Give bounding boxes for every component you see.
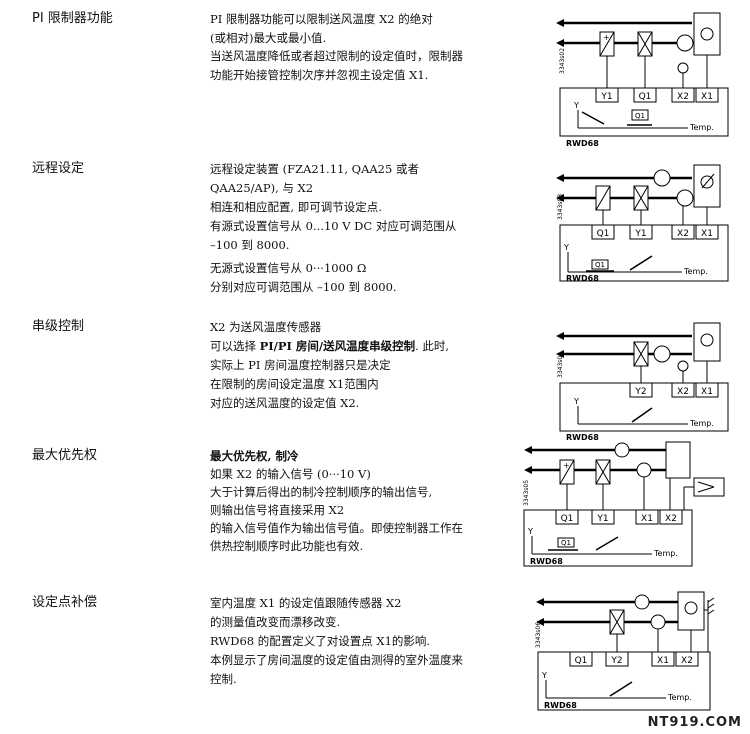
section-title: 设定点补偿 [32,595,98,610]
terminal-label: Y1 [600,92,612,102]
axis-x-label: Temp. [653,549,678,558]
section-body: X2 为送风温度传感器 可以选择 PI/PI 房间/送风温度串级控制. 此时, … [210,318,510,413]
section-body: 室内温度 X1 的设定值跟随传感器 X2 的测量值改变而漂移改变. RWD68 … [210,594,510,689]
axis-y-label: Y [527,527,533,536]
body-line: 室内温度 X1 的设定值跟随传感器 X2 [210,596,402,610]
terminal-label: X2 [677,387,689,397]
model-label: RWD68 [566,433,599,442]
body-line: –100 到 8000. [210,238,290,252]
diagram-code: 3343s06 [535,622,542,648]
body-line: 当送风温度降低或者超过限制的设定值时，限制器 [210,49,463,63]
section-title: 远程设定 [32,161,85,176]
body-line: 功能开始接管控制次序并忽视主设定值 X1. [210,67,429,82]
terminal-label: Q1 [639,92,652,102]
section-title: 串级控制 [32,319,85,334]
body-line: 大于计算后得出的制冷控制顺序的输出信号, [210,485,433,499]
terminal-label: Y2 [610,656,622,666]
terminal-label: Q1 [561,514,574,524]
body-line: 可以选择 PI/PI 房间/送风温度串级控制. 此时, [210,339,450,353]
chart-label: Q1 [561,539,571,547]
section-title: PI 限制器功能 [32,11,113,26]
terminal-label: X2 [677,229,689,239]
terminal-label: X2 [665,514,677,524]
control-diagram: Y2 X2 X1 Y Temp. RWD68 3343s04 [552,318,732,443]
terminal-label: Q1 [597,229,610,239]
body-line: (或相对)最大或最小值. [210,30,327,45]
axis-x-label: Temp. [689,123,714,132]
body-line: 实际上 PI 房间温度控制器只是决定 [210,358,391,372]
model-label: RWD68 [566,274,599,283]
axis-y-label: Y [541,671,547,680]
section-body: 远程设定装置 (FZA21.11, QAA25 或者 QAA25/AP), 与 … [210,160,510,297]
terminal-label: X1 [701,229,713,239]
terminal-label: Y1 [596,514,608,524]
body-line: 在限制的房间设定温度 X1范围内 [210,377,379,391]
bold-phrase: PI/PI 房间/送风温度串级控制 [259,339,416,353]
control-diagram: + Y1 Q1 X2 X1 Y [552,8,732,148]
watermark: NT919.COM [647,715,742,730]
body-line: X2 为送风温度传感器 [210,320,322,334]
control-diagram: Q1 Y2 X1 X2 Y Temp. RWD68 3343s06 [530,590,730,715]
body-line: QAA25/AP), 与 X2 [210,181,314,195]
body-line: 控制. [210,672,237,686]
model-label: RWD68 [566,139,599,148]
body-line: 供热控制顺序时此功能也有效. [210,539,364,553]
terminal-label: Q1 [575,656,588,666]
chart-label: Q1 [595,261,605,269]
body-line: PI 限制器功能可以限制送风温度 X2 的绝对 [210,12,433,26]
axis-y-label: Y [563,243,569,252]
terminal-label: X1 [641,514,653,524]
body-line: 的测量值改变而漂移改变. [210,615,341,629]
section-body: PI 限制器功能可以限制送风温度 X2 的绝对 (或相对)最大或最小值. 当送风… [210,10,510,84]
control-diagram: + Q1 Y1 X1 X2 Y [518,441,728,572]
terminal-label: X1 [701,387,713,397]
body-line: 远程设定装置 (FZA21.11, QAA25 或者 [210,162,419,176]
diagram-code: 3343s05 [523,480,530,506]
model-label: RWD68 [530,557,563,566]
diagram-code: 3343s03 [557,194,564,220]
body-line: 本例显示了房间温度的设定值由测得的室外温度来 [210,653,463,667]
body-line: 则输出信号将直接采用 X2 [210,503,345,517]
model-label: RWD68 [544,701,577,710]
diagram-code: 3343s04 [557,352,564,378]
body-line: 相连和相应配置, 即可调节设定点. [210,200,382,214]
terminal-label: Y2 [634,387,646,397]
axis-x-label: Temp. [683,267,708,276]
body-line: 有源式设置信号从 0...10 V DC 对应可调范围从 [210,219,457,233]
body-line: 对应的送风温度的设定值 X2. [210,396,360,410]
diagram-code: 3343s02 [559,48,566,74]
section-heading: 最大优先权, 制冷 [210,449,299,463]
svg-text:+: + [603,33,610,42]
body-line: 分别对应可调范围从 –100 到 8000. [210,280,397,294]
axis-x-label: Temp. [667,693,692,702]
terminal-label: X1 [657,656,669,666]
body-line: 的输入信号值作为输出信号值。即使控制器工作在 [210,521,463,535]
terminal-label: X1 [701,92,713,102]
axis-y-label: Y [573,397,579,406]
terminal-label: X2 [677,92,689,102]
section-title: 最大优先权 [32,448,98,463]
axis-y-label: Y [573,101,579,110]
svg-text:+: + [563,461,570,470]
body-line: 如果 X2 的输入信号 (0···10 V) [210,467,371,481]
section-body: 最大优先权, 制冷 如果 X2 的输入信号 (0···10 V) 大于计算后得出… [210,447,510,555]
body-line: RWD68 的配置定义了对设置点 X1的影响. [210,634,431,648]
chart-label: Q1 [635,112,645,120]
body-line: 无源式设置信号从 0···1000 Ω [210,261,367,275]
terminal-label: X2 [681,656,693,666]
axis-x-label: Temp. [689,419,714,428]
control-diagram: Q1 Y1 X2 X1 Y Q1 Temp. RWD68 3343s03 [552,160,732,290]
terminal-label: Y1 [634,229,646,239]
